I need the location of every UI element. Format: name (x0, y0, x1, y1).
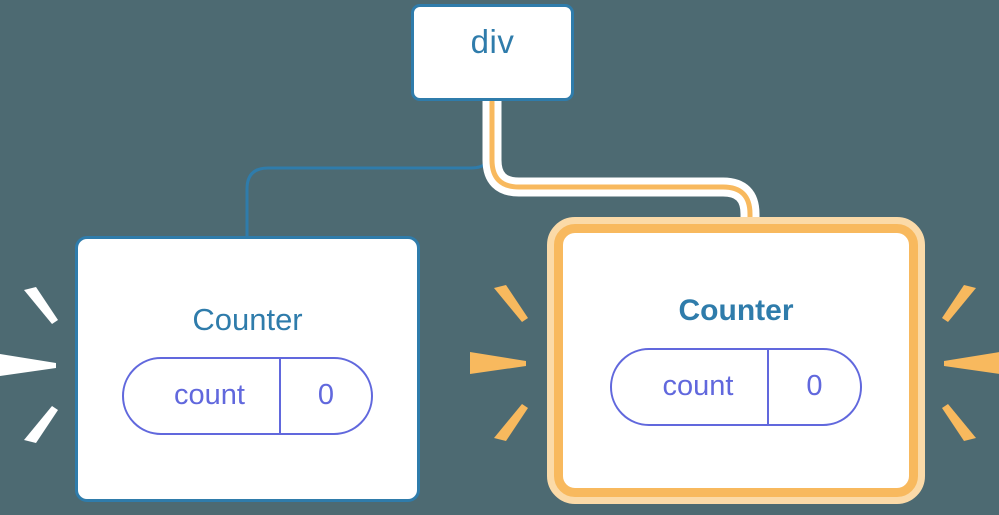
ray-icon (494, 285, 528, 322)
node-div[interactable]: div (411, 4, 574, 101)
state-key: count (173, 379, 245, 411)
state-value: 0 (767, 349, 859, 424)
node-counter-right-highlight-ring: Counter count 0 (554, 224, 918, 497)
node-counter-left[interactable]: Counter count 0 (75, 236, 420, 502)
edge-div-to-counter-right-halo (482, 101, 760, 232)
state-value: 0 (278, 358, 371, 433)
state-pill-counter-left: count 0 (121, 356, 374, 435)
edge-div-to-counter-right (489, 101, 753, 232)
node-counter-right-label: Counter (678, 293, 794, 327)
ray-icon (0, 354, 56, 376)
node-counter-left-label: Counter (192, 301, 303, 337)
node-div-label: div (470, 23, 515, 60)
node-counter-right[interactable]: Counter count 0 (572, 242, 900, 479)
ray-icon (24, 406, 58, 443)
edge-div-to-counter-left (245, 101, 494, 238)
rays-counter-right-left (470, 285, 528, 441)
rays-counter-left (0, 287, 58, 443)
ray-icon (470, 352, 526, 374)
node-counter-right-highlight-glow: Counter count 0 (547, 217, 925, 504)
state-pill-counter-right: count 0 (610, 347, 862, 426)
ray-icon (494, 404, 528, 441)
ray-icon (942, 404, 976, 441)
ray-icon (942, 285, 976, 322)
ray-icon (944, 352, 999, 374)
ray-icon (24, 287, 58, 324)
state-key: count (662, 370, 734, 402)
rays-counter-right-right (942, 285, 999, 441)
